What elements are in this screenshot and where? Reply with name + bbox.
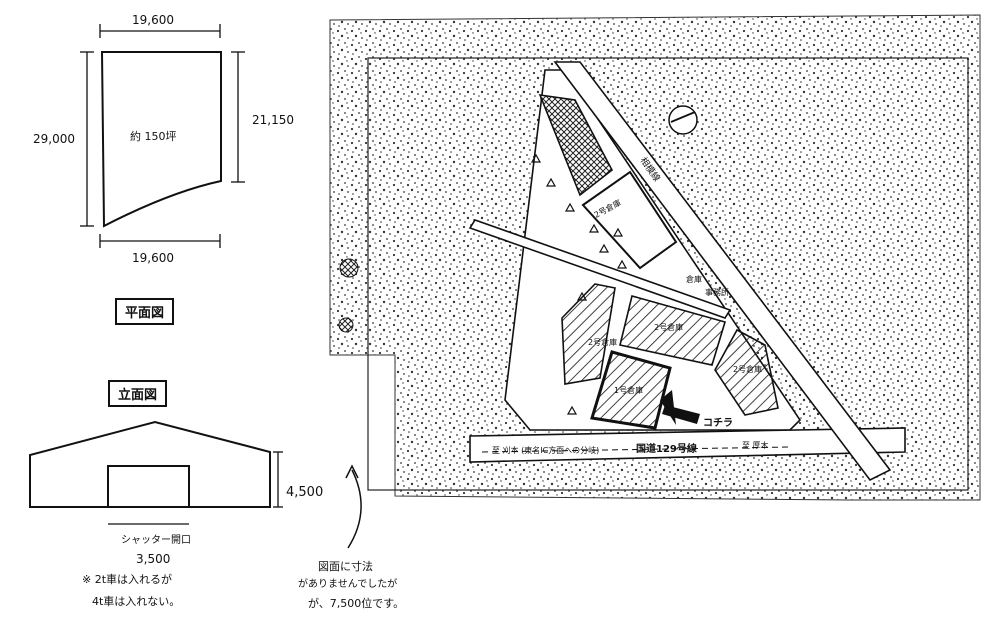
bush-icon bbox=[339, 258, 359, 278]
national-road bbox=[469, 427, 906, 463]
map-frame bbox=[367, 57, 969, 491]
building-hatched-middle bbox=[619, 295, 727, 366]
plan-top-width: 19,600 bbox=[132, 13, 174, 27]
railway-track bbox=[553, 61, 892, 482]
building-hatched-left bbox=[561, 283, 616, 385]
building-2-label: 2号倉庫 bbox=[654, 322, 683, 332]
bush-icon bbox=[338, 317, 354, 333]
building-hatched-right bbox=[714, 328, 779, 416]
shutter-width: 3,500 bbox=[136, 552, 170, 566]
building-5-label: 1号倉庫 bbox=[614, 385, 643, 395]
annotation-arrowhead bbox=[345, 464, 359, 479]
elevation-title: 立面図 bbox=[108, 380, 168, 407]
road-name-label: 国道129号線 bbox=[636, 442, 697, 455]
small-building-label: 倉庫 bbox=[686, 274, 702, 284]
north-arrow-needle bbox=[670, 111, 696, 123]
site-map bbox=[329, 14, 981, 501]
annotation-line-2: がありませんでしたが bbox=[298, 577, 397, 590]
plan-bottom-width: 19,600 bbox=[132, 251, 174, 265]
annotation-arrow bbox=[347, 469, 362, 549]
building-3-label: 2号倉庫 bbox=[733, 364, 762, 374]
tree-markers bbox=[530, 153, 628, 415]
note-line-2: 4t車は入れない。 bbox=[92, 594, 180, 608]
annotation-line-3: が、7,500位です。 bbox=[308, 596, 404, 610]
cross-road bbox=[468, 219, 732, 319]
road-left-label: 至 刈本 (東名IC方面への分岐) bbox=[492, 445, 599, 455]
north-arrow-icon bbox=[668, 105, 698, 135]
annotation-line-1: 図面に寸法 bbox=[318, 559, 373, 573]
elevation-outline bbox=[29, 420, 271, 508]
plan-view bbox=[80, 24, 245, 248]
plan-title: 平面図 bbox=[115, 298, 175, 325]
target-building bbox=[590, 350, 672, 430]
building-4-label: 2号倉庫 bbox=[588, 337, 617, 347]
plan-left-height: 29,000 bbox=[33, 132, 75, 146]
building-dark bbox=[538, 94, 614, 197]
shutter-opening bbox=[107, 465, 190, 508]
shutter-label: シャッター開口 bbox=[121, 534, 191, 546]
pointer-arrowhead bbox=[660, 390, 676, 425]
arrow-label: コチラ bbox=[703, 417, 733, 429]
note-line-1: ※ 2t車は入れるが bbox=[82, 572, 172, 586]
building-1 bbox=[581, 170, 678, 270]
elevation-height: 4,500 bbox=[286, 485, 323, 500]
road-right-label: 至 厚木 bbox=[742, 440, 769, 450]
plan-right-height: 21,150 bbox=[252, 113, 294, 127]
plan-lot-outline bbox=[100, 51, 222, 228]
elevation-view bbox=[29, 420, 362, 549]
road-centerline bbox=[481, 446, 791, 453]
plan-area: 約 150坪 bbox=[130, 129, 177, 143]
office-label: 事務所 bbox=[705, 287, 729, 297]
